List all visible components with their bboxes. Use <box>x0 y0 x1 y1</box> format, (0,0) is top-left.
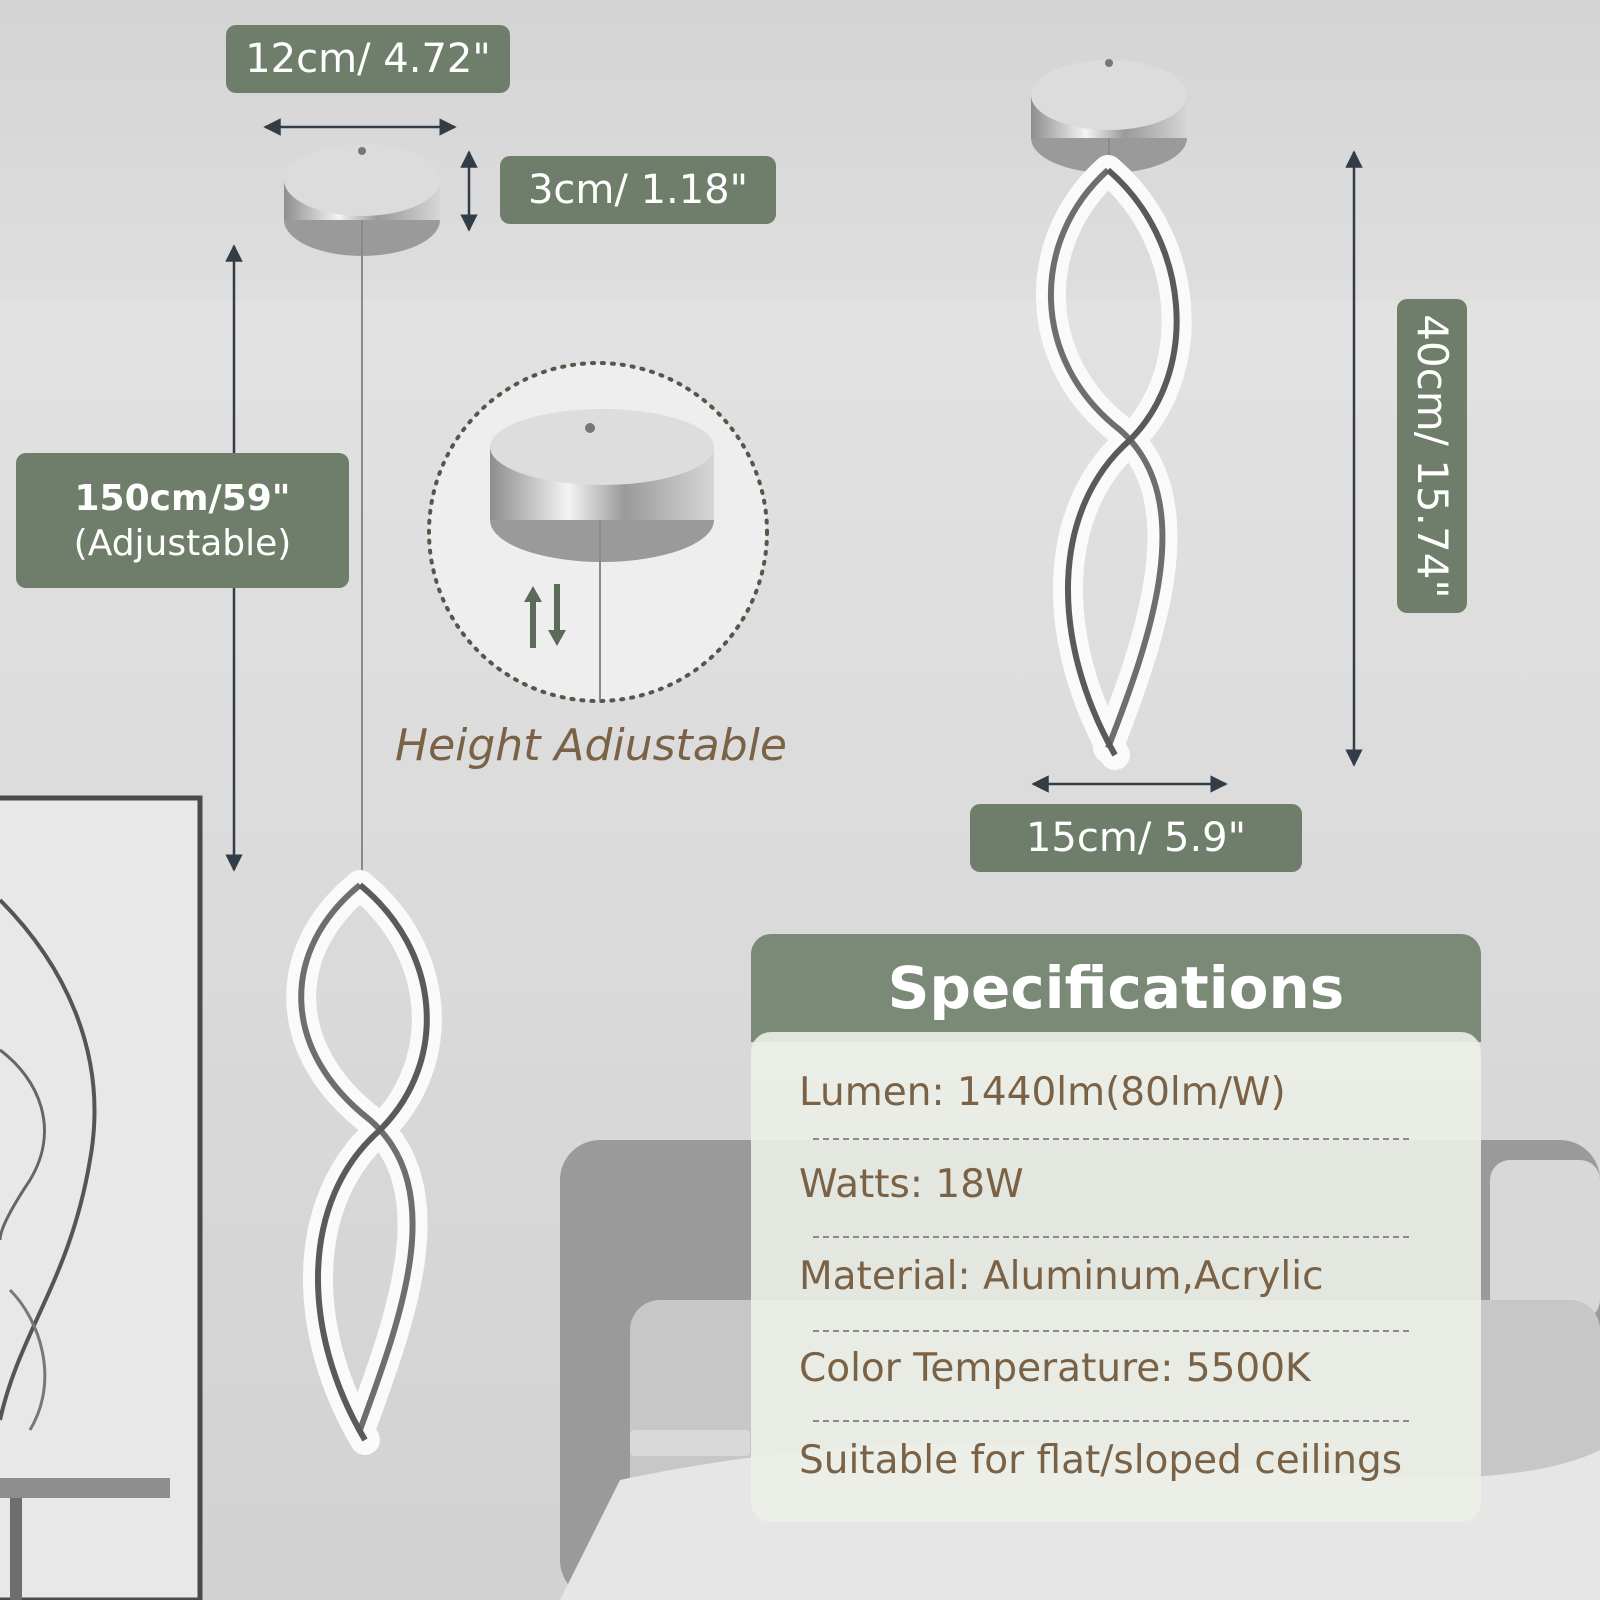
up-down-arrows-icon <box>524 584 566 648</box>
canopy-width-label: 12cm/ 4.72" <box>226 25 510 93</box>
spec-item-ceiling-compatibility: Suitable for flat/sloped ceilings <box>799 1438 1403 1483</box>
fixture-height-label: 40cm/ 15.74" <box>1397 299 1467 613</box>
spec-item-color-temperature: Color Temperature: 5500K <box>799 1346 1311 1391</box>
spec-divider <box>813 1420 1409 1422</box>
specifications-title: Specifications <box>751 934 1481 1042</box>
spec-divider <box>813 1330 1409 1332</box>
canopy-thickness-label: 3cm/ 1.18" <box>500 156 776 224</box>
spec-item-watts: Watts: 18W <box>799 1162 1024 1207</box>
cable-length-value: 150cm/59" <box>74 477 291 519</box>
spec-item-material: Material: Aluminum,Acrylic <box>799 1254 1324 1299</box>
side-table <box>0 1478 170 1600</box>
cable-length-label: 150cm/59" (Adjustable) <box>16 453 349 588</box>
fixture-diameter-label: 15cm/ 5.9" <box>970 804 1302 872</box>
spec-divider <box>813 1138 1409 1140</box>
specifications-body: Lumen: 1440lm(80lm/W) Watts: 18W Materia… <box>751 1032 1481 1522</box>
spec-item-lumen: Lumen: 1440lm(80lm/W) <box>799 1070 1286 1115</box>
pendant-light-hanging <box>284 144 442 1455</box>
cable-length-note: (Adjustable) <box>73 522 292 564</box>
wall-art-frame <box>0 795 203 1600</box>
height-adjust-detail <box>427 361 769 703</box>
spec-divider <box>813 1236 1409 1238</box>
height-adjustable-caption: Height Adiustable <box>395 720 787 771</box>
pendant-light-product <box>1031 59 1192 770</box>
specifications-panel: Specifications Lumen: 1440lm(80lm/W) Wat… <box>751 934 1481 1522</box>
